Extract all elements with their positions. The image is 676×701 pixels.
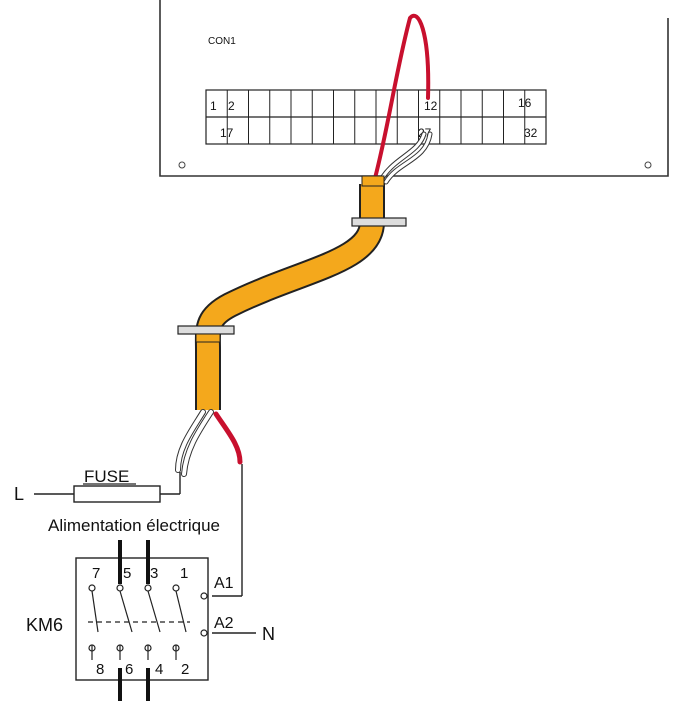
contactor: 7 5 3 1 8 6 4 2 A1 A2	[75, 540, 234, 701]
contactor-body	[75, 557, 209, 681]
red-wire-loop	[372, 13, 431, 184]
relay-pin-4: 4	[155, 661, 163, 678]
cable-gland-bottom	[177, 325, 235, 335]
fuse-body	[73, 485, 161, 503]
relay-pin-5: 5	[123, 565, 131, 582]
terminal-12-label: 12	[424, 99, 438, 113]
control-panel: CON1	[159, 0, 669, 177]
connector-name: CON1	[208, 36, 236, 47]
supply-caption: Alimentation électrique	[48, 516, 220, 535]
red-wire-exit	[213, 411, 243, 465]
terminal-1-label: 1	[210, 99, 217, 113]
cable	[177, 175, 407, 410]
terminal-16-label: 16	[518, 96, 532, 110]
coil-pin-a2: A2	[214, 615, 234, 632]
neutral-label: N	[262, 624, 275, 644]
terminal-2-label: 2	[228, 99, 235, 113]
supply-line	[34, 464, 256, 634]
cable-exit-wires	[175, 409, 243, 477]
relay-pin-2: 2	[181, 661, 189, 678]
relay-pin-8: 8	[96, 661, 104, 678]
cable-gland-top	[351, 217, 407, 227]
relay-pin-6: 6	[125, 661, 133, 678]
relay-name: KM6	[26, 615, 63, 635]
relay-pin-7: 7	[92, 565, 100, 582]
line-label: L	[14, 484, 24, 504]
relay-pin-1: 1	[180, 565, 188, 582]
coil-pin-a1: A1	[214, 575, 234, 592]
terminal-block: 1 2 12 16 17 27 32	[205, 89, 547, 145]
fuse-label: FUSE	[84, 467, 129, 486]
relay-pin-3: 3	[150, 565, 158, 582]
terminal-17-label: 17	[220, 126, 234, 140]
terminal-32-label: 32	[524, 126, 538, 140]
